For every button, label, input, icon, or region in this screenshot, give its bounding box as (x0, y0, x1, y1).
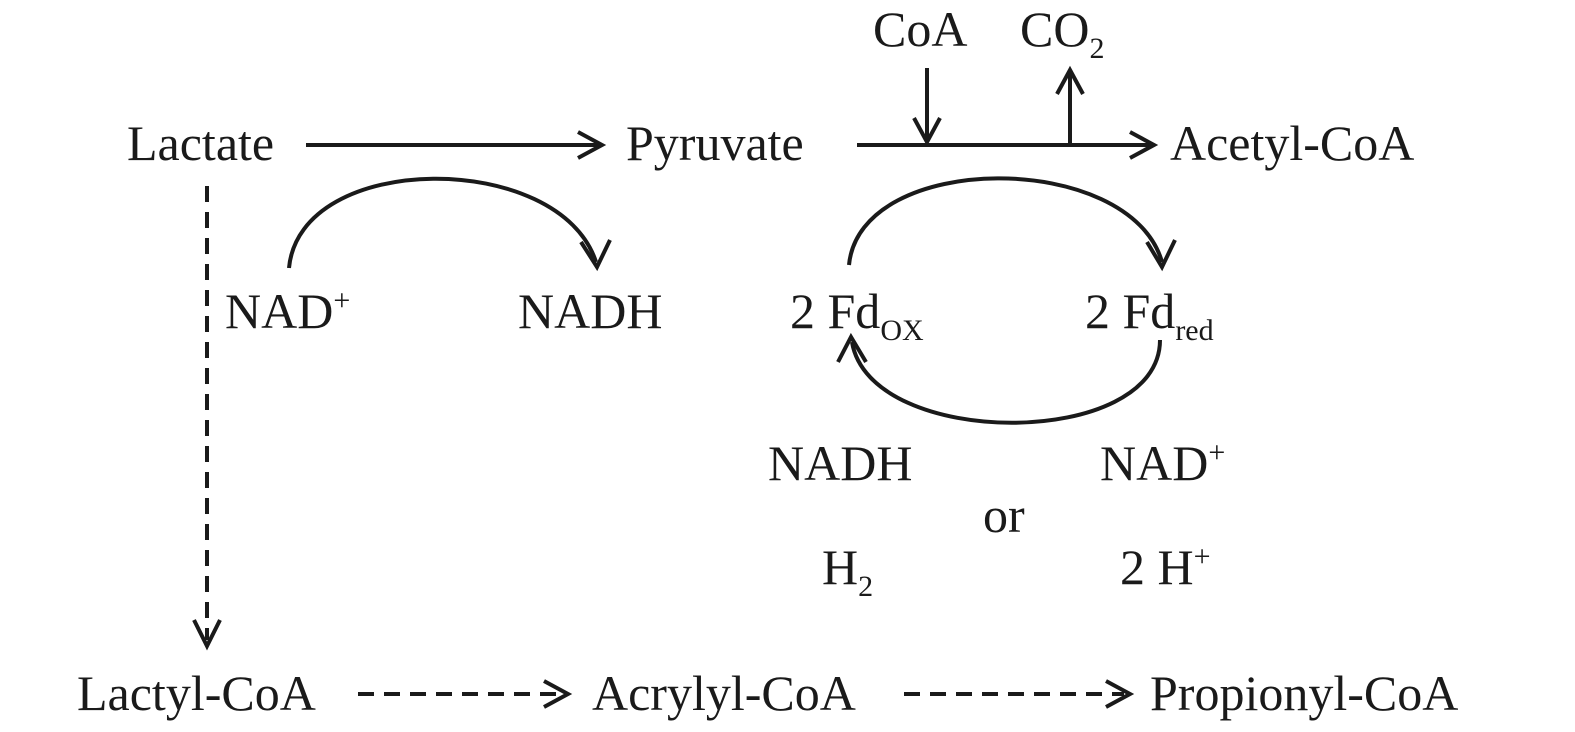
acrylyl-to-propionyl-dashed-arrow (904, 679, 1135, 709)
fd-red-label: 2 Fdred (1085, 283, 1214, 347)
propionyl-coa-label: Propionyl-CoA (1150, 665, 1458, 721)
nadh-label: NADH (518, 283, 662, 339)
fd-reduction-curve-arrow (847, 176, 1177, 272)
acrylyl-coa-label: Acrylyl-CoA (592, 665, 856, 721)
fd-nad-plus-label: NAD+ (1100, 435, 1225, 491)
lactate-to-lactyl-coa-dashed-arrow (192, 186, 222, 651)
two-h-plus-label: 2 H+ (1120, 539, 1211, 595)
acetyl-coa-label: Acetyl-CoA (1170, 115, 1414, 171)
coa-in-arrow (912, 68, 942, 147)
lactyl-to-acrylyl-dashed-arrow (358, 679, 573, 709)
h2-label: H2 (822, 539, 873, 603)
nad-plus-label: NAD+ (225, 283, 350, 339)
lactyl-coa-label: Lactyl-CoA (77, 665, 316, 721)
lactate-label: Lactate (127, 115, 274, 171)
or-label: or (983, 487, 1025, 543)
nad-reduction-curve-arrow (287, 176, 612, 272)
pyruvate-label: Pyruvate (626, 115, 804, 171)
fd-nadh-label: NADH (768, 435, 912, 491)
fd-reoxidation-curve-arrow (836, 332, 1162, 425)
lactate-to-pyruvate-arrow (306, 130, 607, 160)
coa-input-label: CoA (873, 1, 967, 57)
co2-output-label: CO2 (1020, 1, 1104, 65)
pyruvate-to-acetyl-coa-arrow (857, 130, 1159, 160)
fd-ox-label: 2 FdOX (790, 283, 924, 347)
co2-out-arrow (1055, 65, 1085, 145)
